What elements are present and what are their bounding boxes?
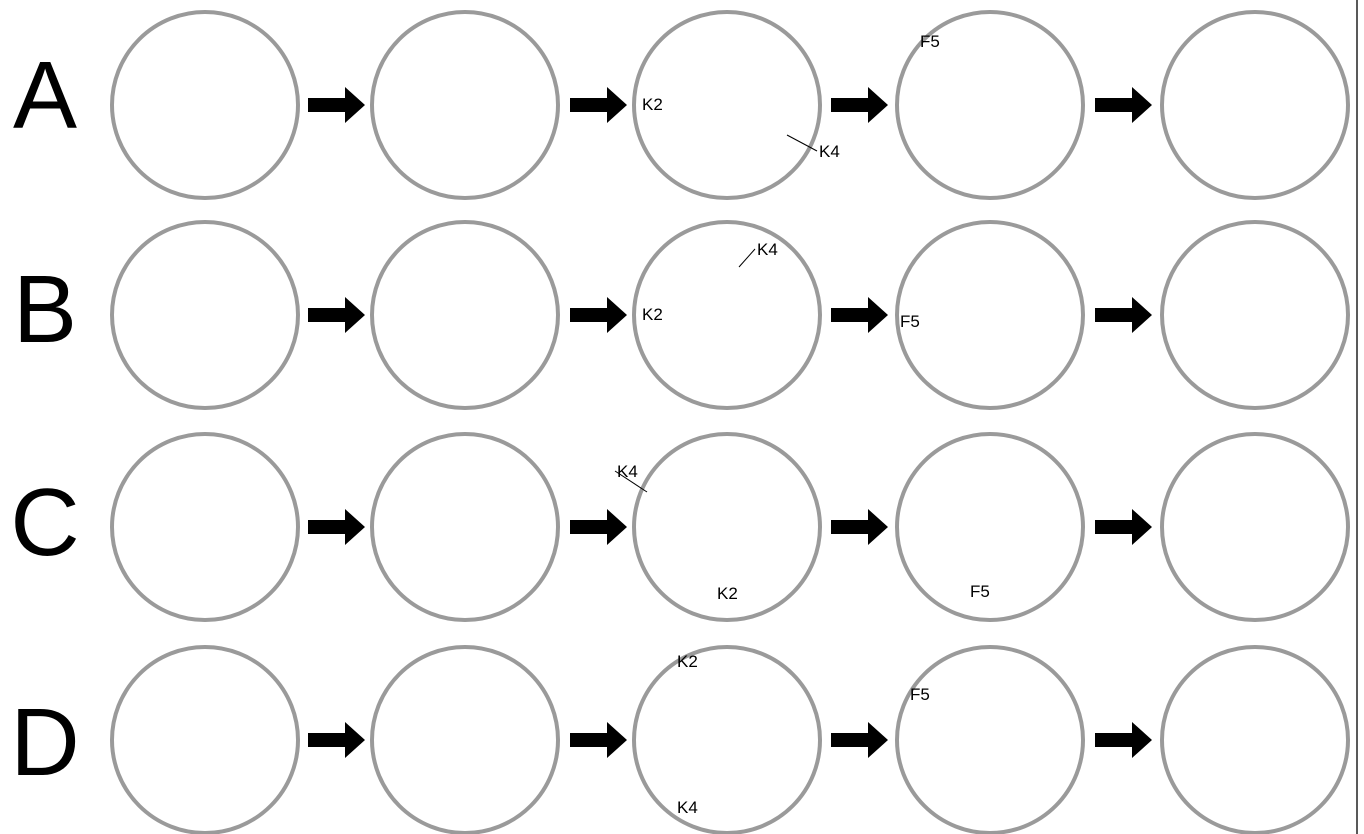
step-arrow-icon — [570, 87, 627, 123]
step-d4-circle — [895, 645, 1085, 834]
step-arrow-icon — [831, 297, 888, 333]
callout-k2-label: K2 — [717, 584, 738, 603]
callout-k4-label: K4 — [819, 142, 840, 161]
step-arrow-icon — [308, 509, 365, 545]
step-c2-circle — [370, 432, 560, 622]
step-arrow-icon — [831, 509, 888, 545]
callout-k2-label: K2 — [642, 305, 663, 324]
step-arrow-icon — [570, 297, 627, 333]
step-arrow-icon — [308, 87, 365, 123]
step-arrow-icon — [1095, 87, 1152, 123]
step-d2-circle — [370, 645, 560, 834]
step-arrow-icon — [1095, 509, 1152, 545]
row-label-d: D — [10, 689, 80, 796]
step-a1-circle — [110, 10, 300, 200]
step-arrow-icon — [570, 509, 627, 545]
step-b3-circle — [632, 220, 822, 410]
step-c4-circle — [895, 432, 1085, 622]
callout-k2-label: K2 — [642, 95, 663, 114]
step-arrow-icon — [570, 722, 627, 758]
step-c5-circle — [1160, 432, 1350, 622]
callout-f5-label: F5 — [920, 32, 940, 51]
step-arrow-icon — [1095, 722, 1152, 758]
step-b2-circle — [370, 220, 560, 410]
step-b1-circle — [110, 220, 300, 410]
step-arrow-icon — [308, 297, 365, 333]
step-a4-circle — [895, 10, 1085, 200]
callout-f5-label: F5 — [970, 582, 990, 601]
step-arrow-icon — [308, 722, 365, 758]
callout-k4-label: K4 — [617, 462, 638, 481]
row-label-b: B — [12, 256, 78, 363]
callout-k2-label: K2 — [677, 652, 698, 671]
step-a5-circle — [1160, 10, 1350, 200]
callout-k4-label: K4 — [757, 240, 778, 259]
callout-f5-label: F5 — [900, 312, 920, 331]
step-d1-circle — [110, 645, 300, 834]
corner-bracket-drawing — [1164, 436, 1209, 463]
callout-k4-label: K4 — [677, 798, 698, 817]
step-b4-circle — [895, 220, 1085, 410]
step-arrow-icon — [1095, 297, 1152, 333]
step-d5-circle — [1160, 645, 1350, 834]
row-label-c: C — [10, 469, 80, 576]
step-a3-circle — [632, 10, 822, 200]
step-arrow-icon — [831, 722, 888, 758]
step-d3-circle — [632, 645, 822, 834]
step-arrow-icon — [831, 87, 888, 123]
row-label-a: A — [12, 42, 78, 149]
step-c1-circle — [110, 432, 300, 622]
step-b5-circle — [1160, 220, 1350, 410]
step-a2-circle — [370, 10, 560, 200]
step-c3-circle — [632, 432, 822, 622]
callout-f5-label: F5 — [910, 685, 930, 704]
